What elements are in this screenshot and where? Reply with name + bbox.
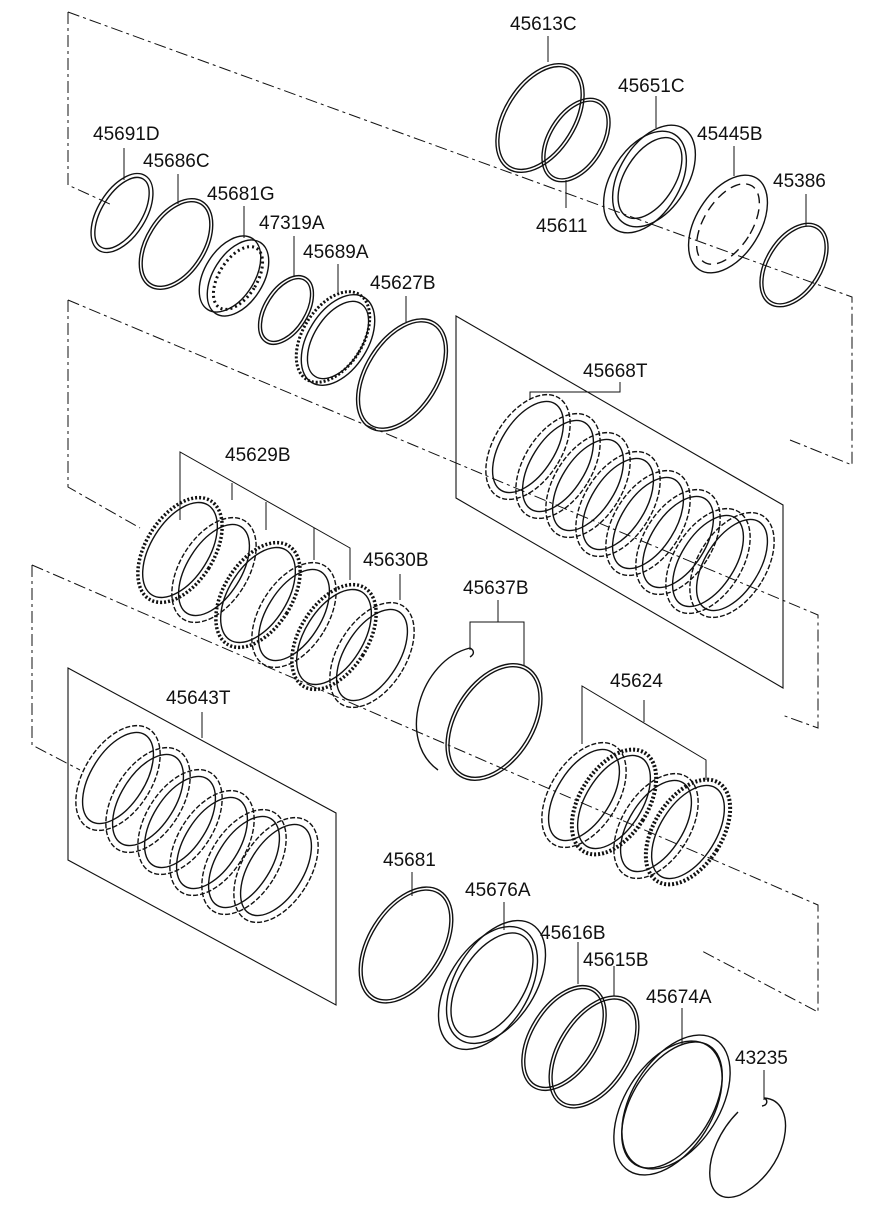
plate-45445B bbox=[687, 174, 769, 274]
label-45689A[interactable]: 45689A bbox=[303, 242, 369, 263]
ring-45613C bbox=[495, 62, 585, 174]
label-45691D[interactable]: 45691D bbox=[93, 124, 160, 145]
label-45681G[interactable]: 45681G bbox=[207, 184, 275, 205]
bottom-parts bbox=[358, 886, 787, 1198]
label-45668T[interactable]: 45668T bbox=[583, 361, 648, 382]
one-way-clutch-45681G bbox=[206, 239, 270, 317]
ring-45386 bbox=[759, 222, 829, 308]
label-45624[interactable]: 45624 bbox=[610, 671, 663, 692]
retainer-45674A bbox=[621, 1034, 731, 1170]
ring-45611 bbox=[541, 97, 611, 183]
piston-45676A bbox=[445, 919, 547, 1045]
ring-45681 bbox=[358, 886, 454, 1004]
label-45686C[interactable]: 45686C bbox=[143, 151, 210, 172]
callouts: 45613C 45651C 45445B 45386 45611 45691D … bbox=[93, 14, 826, 1069]
leader-lines bbox=[123, 36, 807, 1100]
bearing-45689A bbox=[300, 294, 376, 386]
assembly-guide-lines bbox=[31, 11, 853, 1013]
label-45681[interactable]: 45681 bbox=[383, 850, 436, 871]
ring-45627B bbox=[355, 318, 449, 432]
label-45630B[interactable]: 45630B bbox=[363, 550, 429, 571]
upper-left-parts bbox=[90, 172, 449, 432]
label-47319A[interactable]: 47319A bbox=[259, 213, 325, 234]
label-45637B[interactable]: 45637B bbox=[463, 578, 529, 599]
piston-45651C bbox=[611, 124, 697, 228]
label-45611[interactable]: 45611 bbox=[536, 216, 587, 237]
clutch-set-45624 bbox=[541, 741, 733, 887]
ring-45615B bbox=[548, 995, 640, 1109]
group-boxes bbox=[67, 315, 784, 1006]
clutch-pack-45629B bbox=[136, 495, 415, 709]
label-45386[interactable]: 45386 bbox=[773, 171, 826, 192]
ring-47319A bbox=[257, 275, 315, 345]
clutch-pack-45643T bbox=[75, 724, 319, 924]
label-45643T[interactable]: 45643T bbox=[166, 688, 231, 709]
label-43235[interactable]: 43235 bbox=[735, 1048, 788, 1069]
group-box-45668T bbox=[455, 315, 784, 689]
ring-45686C bbox=[138, 198, 214, 290]
label-45629B[interactable]: 45629B bbox=[225, 445, 291, 466]
snap-ring-43235 bbox=[709, 1097, 787, 1198]
label-45627B[interactable]: 45627B bbox=[370, 273, 436, 294]
upper-right-parts bbox=[495, 62, 829, 308]
ring-45616B bbox=[521, 984, 607, 1092]
label-45613C[interactable]: 45613C bbox=[510, 14, 577, 35]
clutch-pack-45668T bbox=[485, 393, 775, 619]
label-45674A[interactable]: 45674A bbox=[646, 987, 712, 1008]
snap-ring-45691D bbox=[90, 172, 154, 254]
label-45651C[interactable]: 45651C bbox=[618, 76, 685, 97]
label-45445B[interactable]: 45445B bbox=[697, 124, 763, 145]
label-45676A[interactable]: 45676A bbox=[465, 880, 531, 901]
label-45615B[interactable]: 45615B bbox=[583, 950, 649, 971]
snap-rings-45637B bbox=[415, 647, 543, 781]
group-box-45643T bbox=[67, 667, 337, 1006]
label-45616B[interactable]: 45616B bbox=[540, 923, 606, 944]
